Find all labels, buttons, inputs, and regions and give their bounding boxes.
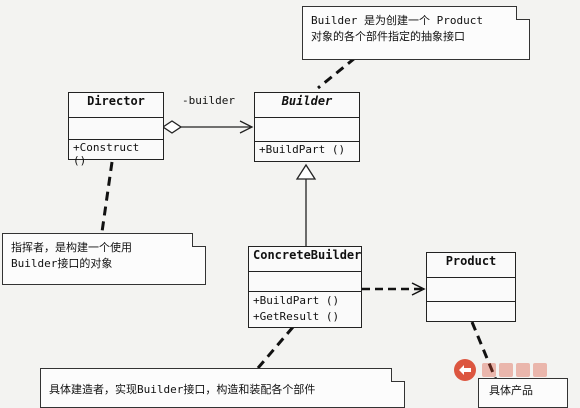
- product-note-line: 具体产品: [489, 384, 533, 397]
- product-operations: [427, 301, 515, 322]
- concrete-builder-note: 具体建造者，实现Builder接口，构造和装配各个部件: [40, 368, 405, 408]
- director-operations: +Construct (): [69, 139, 163, 167]
- builder-attributes: [255, 117, 359, 141]
- director-class-name: Director: [87, 94, 145, 108]
- note-anchor-product: [470, 321, 498, 381]
- concrete-builder-class-name: ConcreteBuilder: [253, 248, 362, 262]
- builder-operation: +BuildPart (): [259, 143, 346, 156]
- aggregation-arrow: [239, 120, 254, 134]
- association-role-label: -builder: [182, 94, 235, 107]
- product-class: Product: [426, 252, 516, 322]
- note-anchor-concrete-builder: [256, 326, 295, 369]
- builder-operations: +BuildPart (): [255, 141, 359, 163]
- concrete-builder-note-line: 具体建造者，实现Builder接口，构造和装配各个部件: [49, 383, 316, 396]
- concrete-builder-attributes: [249, 271, 361, 291]
- note-fold: [391, 368, 405, 382]
- concrete-builder-class: ConcreteBuilder +BuildPart () +GetResult…: [248, 246, 362, 328]
- concrete-builder-operation: +GetResult (): [253, 310, 340, 323]
- builder-note-line: 对象的各个部件指定的抽象接口: [311, 30, 465, 43]
- concrete-builder-operations: +BuildPart () +GetResult (): [249, 291, 361, 328]
- concrete-builder-operation: +BuildPart (): [253, 294, 340, 307]
- director-attributes: [69, 117, 163, 139]
- note-anchor-builder: [317, 56, 356, 90]
- director-note-line: 指挥者，是构建一个使用: [11, 241, 132, 254]
- product-attributes: [427, 277, 515, 301]
- builder-note: Builder 是为创建一个 Product 对象的各个部件指定的抽象接口: [302, 6, 530, 60]
- builder-class-name: Builder: [281, 94, 333, 108]
- watermark-logo: [452, 356, 580, 384]
- director-operation: +Construct (): [73, 141, 140, 167]
- director-note-line: Builder接口的对象: [11, 257, 113, 270]
- aggregation-diamond: [161, 120, 183, 134]
- director-note: 指挥者，是构建一个使用 Builder接口的对象: [2, 233, 206, 285]
- product-class-name: Product: [445, 254, 497, 268]
- builder-class: Builder +BuildPart (): [254, 92, 360, 162]
- director-class: Director +Construct (): [68, 92, 164, 167]
- note-fold: [516, 6, 530, 20]
- builder-note-line: Builder 是为创建一个 Product: [311, 14, 483, 27]
- dependency-arrow: [411, 282, 426, 296]
- note-anchor-director: [100, 161, 114, 233]
- generalization-triangle: [295, 163, 317, 180]
- cx-logo-icon: [454, 359, 547, 381]
- note-fold: [192, 233, 206, 247]
